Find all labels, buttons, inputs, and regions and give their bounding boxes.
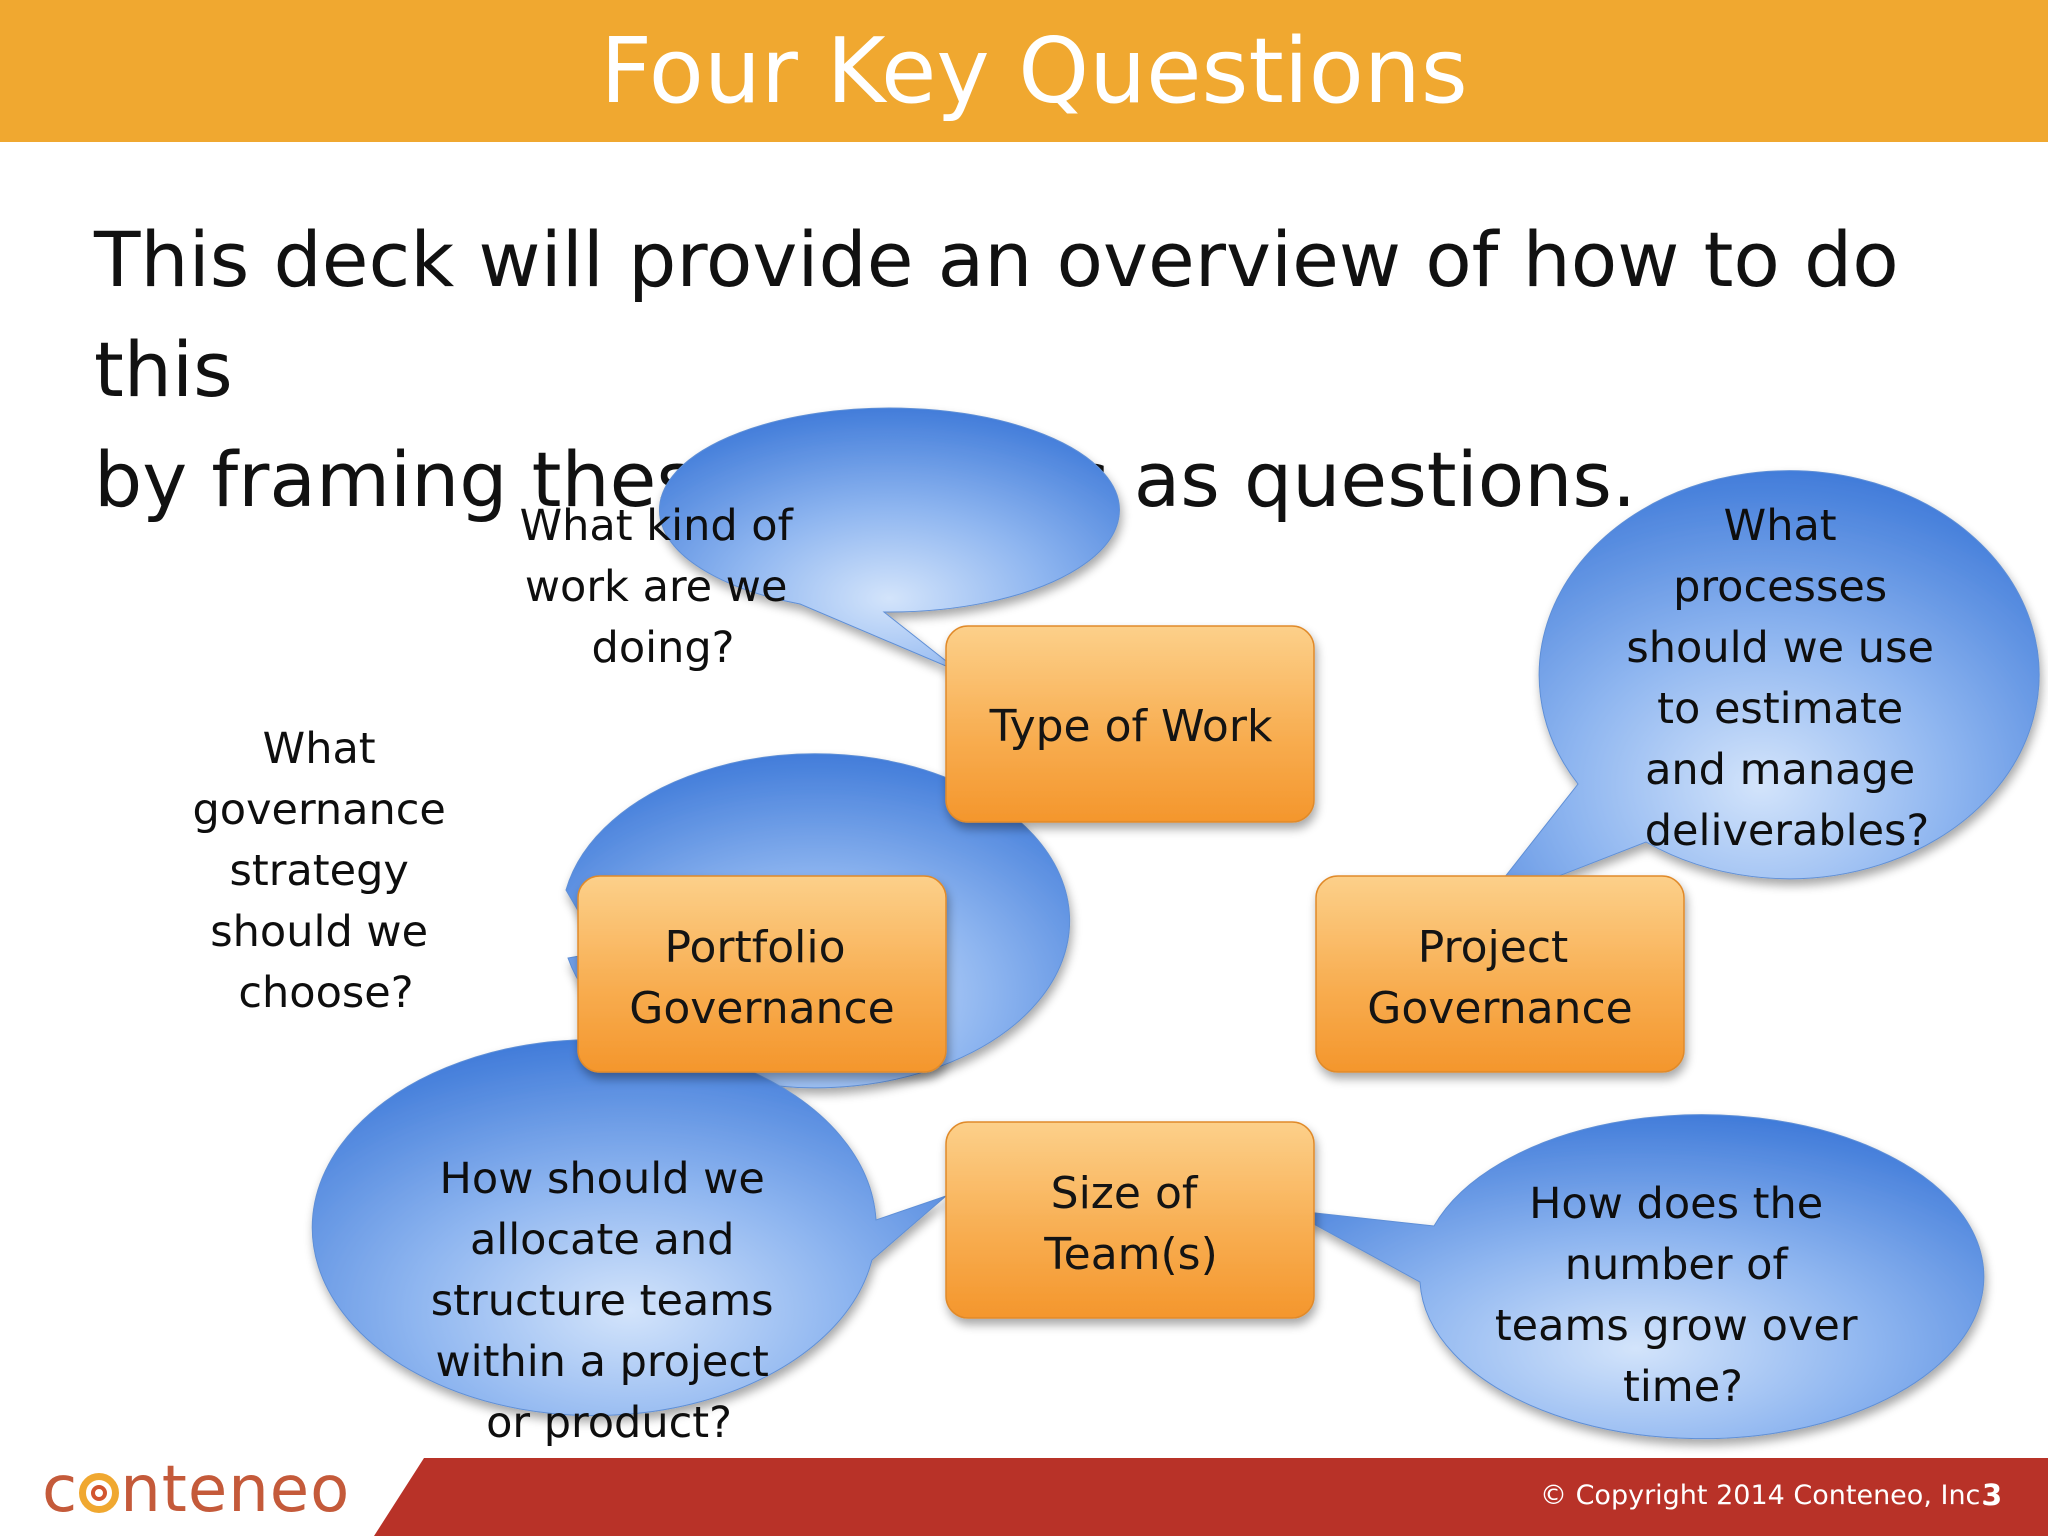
question-line: should we use	[1626, 623, 1934, 673]
question-bubble-processes	[1480, 470, 2040, 908]
question-line: governance	[192, 785, 445, 835]
box-label-line: Project	[1418, 922, 1569, 973]
question-line: to estimate	[1657, 684, 1903, 734]
box-label-line: Governance	[1367, 983, 1632, 1034]
box-label-portfolio-governance: Portfolio Governance	[629, 922, 894, 1034]
logo-text-prefix: c	[42, 1453, 79, 1527]
question-line: structure teams	[431, 1276, 774, 1326]
question-line: processes	[1673, 562, 1887, 612]
question-line: time?	[1623, 1362, 1743, 1412]
box-label-type-of-work: Type of Work	[989, 701, 1273, 752]
question-line: within a project	[435, 1337, 768, 1387]
box-label-line: Team(s)	[1043, 1229, 1218, 1280]
question-bubble-kind-of-work	[659, 407, 1120, 673]
question-line: strategy	[229, 846, 408, 896]
box-project-governance	[1315, 875, 1685, 1073]
question-line: or product?	[486, 1398, 732, 1448]
box-label-line: Portfolio	[664, 922, 845, 973]
page-number: 3	[1982, 1478, 2003, 1512]
question-line: allocate and	[470, 1215, 734, 1265]
box-portfolio-governance	[577, 875, 947, 1073]
question-text-allocate-teams: How should we allocate and structure tea…	[431, 1154, 787, 1448]
box-size-of-teams	[945, 1121, 1315, 1319]
slide-title: Four Key Questions	[600, 18, 1468, 124]
question-line: teams grow over	[1495, 1301, 1858, 1351]
box-label-line: Type of Work	[989, 701, 1273, 752]
box-type-of-work	[945, 625, 1315, 823]
question-line: choose?	[238, 968, 413, 1018]
title-bar: Four Key Questions	[0, 0, 2048, 142]
question-line: doing?	[592, 623, 735, 673]
question-text-kind-of-work: What kind of work are we doing?	[520, 501, 807, 673]
question-text-processes: What processes should we use to estimate…	[1626, 501, 1947, 856]
question-text-governance-strategy: What governance strategy should we choos…	[192, 724, 459, 1018]
box-label-line: Governance	[629, 983, 894, 1034]
question-bubble-teams-grow	[1287, 1114, 1985, 1440]
subtitle-line-1: This deck will provide an overview of ho…	[94, 215, 1899, 414]
question-line: What	[263, 724, 376, 774]
question-line: What	[1724, 501, 1837, 551]
copyright-notice: © Copyright 2014 Conteneo, Inc.	[1540, 1480, 1989, 1511]
question-bubble-allocate-teams	[311, 1039, 947, 1417]
question-text-teams-grow: How does the number of teams grow over t…	[1495, 1179, 1871, 1412]
question-line: work are we	[525, 562, 788, 612]
question-line: How does the	[1529, 1179, 1823, 1229]
question-line: How should we	[440, 1154, 765, 1204]
question-line: and manage	[1645, 745, 1915, 795]
logo-text-suffix: nteneo	[120, 1453, 351, 1527]
logo-ring-icon	[79, 1473, 120, 1513]
question-line: What kind of	[520, 501, 794, 551]
box-label-line: Size of	[1051, 1168, 1199, 1219]
box-label-size-of-teams: Size of Team(s)	[1043, 1168, 1218, 1280]
box-label-project-governance: Project Governance	[1367, 922, 1632, 1034]
question-line: deliverables?	[1645, 806, 1930, 856]
question-line: number of	[1565, 1240, 1789, 1290]
question-line: should we	[210, 907, 428, 957]
